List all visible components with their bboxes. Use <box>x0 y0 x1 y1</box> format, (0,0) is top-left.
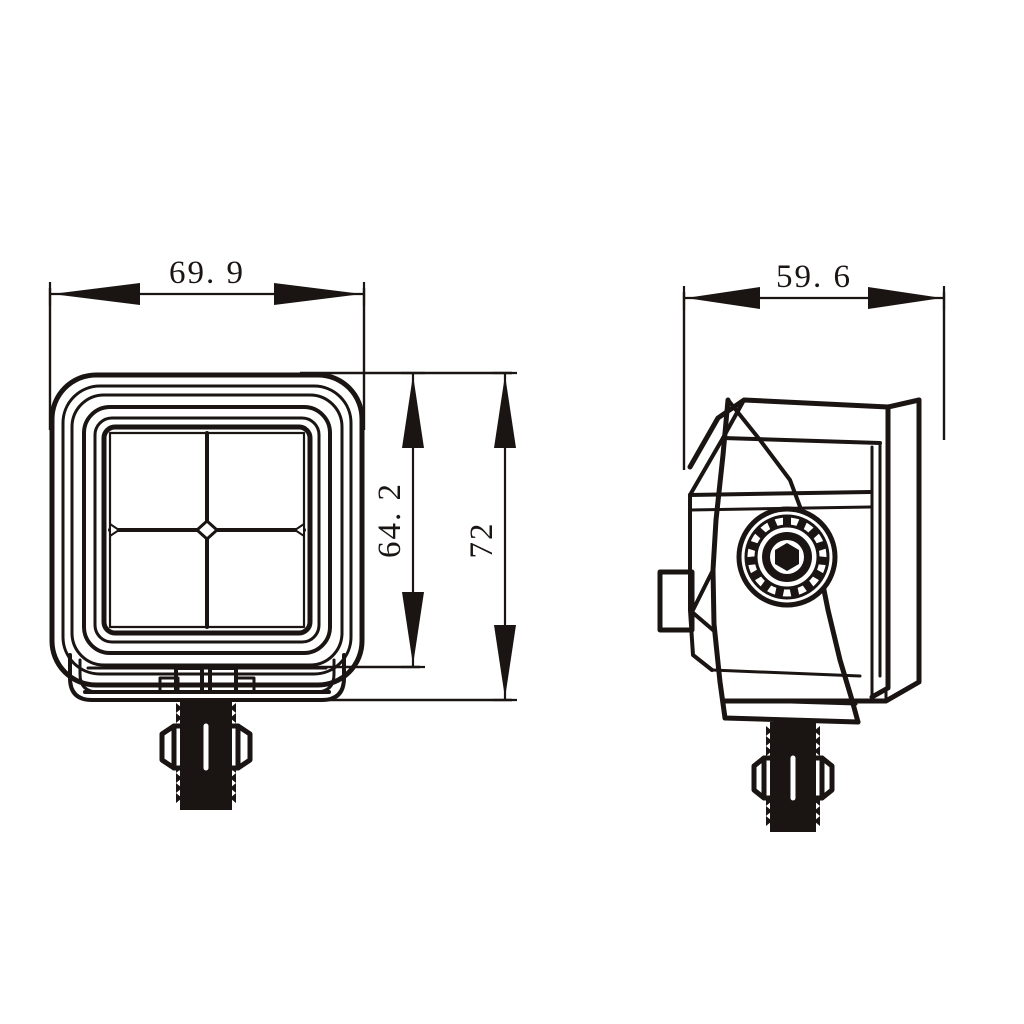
front-mount-plate <box>68 653 346 702</box>
side-hex-nut <box>751 755 835 801</box>
dimension-depth-side: 59. 6 <box>682 259 946 310</box>
front-view-extension-lines <box>48 288 512 702</box>
side-adjustment-knob <box>736 506 838 608</box>
dimension-label-height-overall: 72 <box>464 522 500 559</box>
side-mounting-stud <box>751 722 835 832</box>
dimension-label-depth-side: 59. 6 <box>776 259 852 295</box>
front-hex-nut <box>159 723 253 771</box>
dimension-label-width-front: 69. 9 <box>169 255 245 291</box>
side-stud-threads <box>766 726 820 826</box>
front-housing-bezel <box>49 372 365 688</box>
side-lamp-body <box>657 397 922 704</box>
dimension-height-overall: 72 <box>464 371 517 702</box>
front-lens-frame <box>93 416 321 644</box>
side-view: 59. 6 <box>657 259 946 832</box>
dimension-width-front: 69. 9 <box>48 255 366 306</box>
dimension-label-height-body: 64. 2 <box>372 482 408 558</box>
front-mounting-stud <box>159 700 253 810</box>
dimension-height-body: 64. 2 <box>372 371 425 669</box>
front-view: 69. 9 64. 2 72 <box>48 255 517 810</box>
side-view-extension-lines <box>682 292 946 470</box>
led-lens-grid <box>108 431 306 629</box>
